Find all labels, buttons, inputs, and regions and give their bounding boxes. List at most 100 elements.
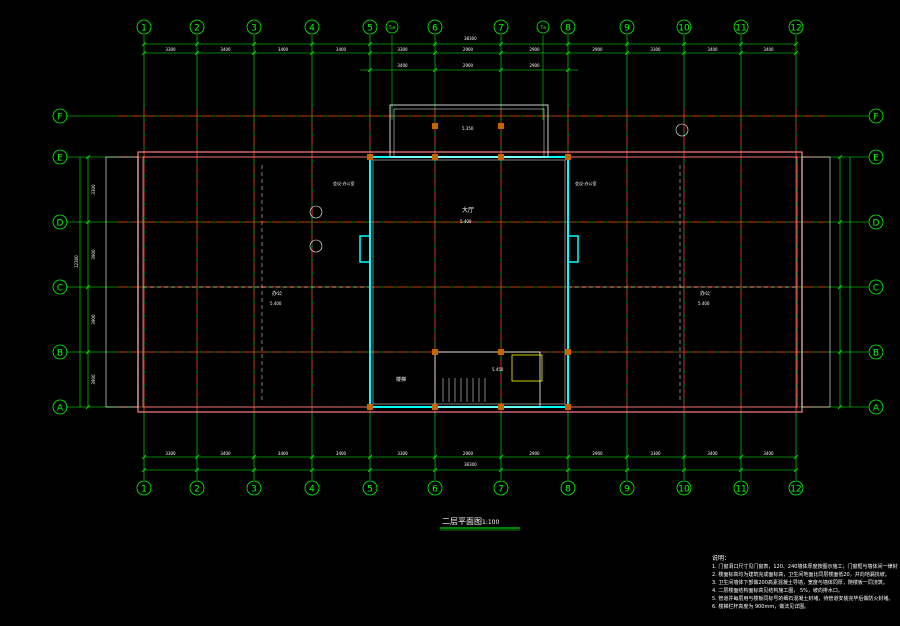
dim-top-tick [793, 50, 799, 56]
axis-bubble-label-col-8: 8 [565, 485, 571, 495]
axis-bubble-col-3 [246, 480, 262, 496]
dim-bottom-label: 2900 [529, 451, 540, 456]
dim-bottom-tick [738, 454, 744, 460]
dim-bottom-tick [624, 454, 630, 460]
dim-top-total-chain-tick [498, 41, 504, 47]
axis-bubble-label-col-10: 10 [678, 485, 690, 495]
axis-lines [66, 35, 868, 480]
dim-bottom-label: 3300 [397, 451, 408, 456]
dim-top-tick [194, 50, 200, 56]
outer-wall-inner [142, 156, 798, 408]
axis-bubble-col-8 [560, 19, 576, 35]
dim-top-label: 3300 [397, 47, 408, 52]
dim-top-label: 3400 [763, 47, 774, 52]
dim-left-label: 3900 [91, 374, 96, 385]
dim-bottom-tick [565, 454, 571, 460]
structural-column [367, 154, 373, 160]
axis-bubble-row-A [868, 399, 884, 415]
dim-inner-tick [565, 67, 571, 73]
dim-top-total: 38300 [464, 36, 477, 41]
axis-bubble-label-row-B: B [873, 349, 879, 359]
dim-bottom-label: 2900 [592, 451, 603, 456]
dim-inner-tick [432, 67, 438, 73]
dim-top-label: 3400 [220, 47, 231, 52]
dim-bottom-total-chain-tick [738, 467, 744, 473]
axis-bubble-label-col-5: 5 [367, 485, 373, 495]
axis-bubble-col-12 [788, 19, 804, 35]
dim-top-tick [141, 50, 147, 56]
dim-inner-label: 3400 [397, 63, 408, 68]
dim-bottom-tick [793, 454, 799, 460]
axis-bubble-label-col-2: 2 [194, 24, 200, 34]
axis-bubble-row-E [52, 149, 68, 165]
right-annex [801, 156, 831, 408]
structural-column [565, 404, 571, 410]
dim-top-tick [681, 50, 687, 56]
room-label-office-right: 会议-办公室 [575, 180, 596, 186]
axis-bubble-col-5 [362, 19, 378, 35]
notes-heading: 说明： [712, 555, 731, 562]
axis-bubble-label-col-7: 7 [498, 485, 504, 495]
note-line: 2. 楼面标高均为建筑完成面标高，卫生间地面比同层楼面低20，并向地漏找坡。 [712, 572, 890, 578]
dim-top-total-chain-tick [141, 41, 147, 47]
axis-bubble-row-C [52, 279, 68, 295]
axis-bubble-col-2 [189, 480, 205, 496]
axis-bubble-label-row-C: C [57, 284, 63, 294]
structural-column [565, 154, 571, 160]
dim-right-tick [837, 154, 843, 160]
axis-bubble-aux-5a [385, 20, 399, 34]
hall-door [567, 235, 579, 263]
axis-bubble-label-row-E: E [57, 154, 63, 164]
axis-bubble-label-col-6: 6 [432, 485, 438, 495]
dim-bottom-total-chain-tick [141, 467, 147, 473]
axis-bubble-label-col-9: 9 [624, 24, 630, 34]
elevation-hall: 5.400 [460, 219, 472, 224]
dim-top-tick [367, 50, 373, 56]
structural-column [432, 404, 438, 410]
axis-bubble-col-7 [493, 19, 509, 35]
dim-bottom-total: 38300 [464, 462, 477, 467]
balcony-inner [393, 108, 545, 158]
note-line: 5. 管道井每层用与楼板同标号的细石混凝土封堵，待管道安装完毕后做防火封堵。 [712, 596, 894, 602]
dim-bottom-tick [498, 454, 504, 460]
axis-bubble-col-1 [136, 480, 152, 496]
elevation-stair: 5.450 [492, 367, 504, 372]
axis-bubble-col-6 [427, 480, 443, 496]
dim-left-label: 3900 [91, 314, 96, 325]
room-label-left: 办公 [272, 290, 282, 297]
detail-callout [309, 205, 323, 219]
dim-bottom-label: 3400 [220, 451, 231, 456]
dim-top-total-chain-tick [251, 41, 257, 47]
drawing-title: 二层平面图 [442, 517, 482, 526]
axis-bubble-col-9 [619, 19, 635, 35]
dim-right-tick [837, 349, 843, 355]
axis-bubble-col-11 [733, 19, 749, 35]
dim-bottom-label: 3400 [336, 451, 347, 456]
axis-bubble-label-row-D: D [57, 219, 64, 229]
axis-bubble-col-6 [427, 19, 443, 35]
axis-bubble-label-row-D: D [873, 219, 880, 229]
axis-bubble-col-12 [788, 480, 804, 496]
dim-bottom-tick [432, 454, 438, 460]
dim-top-total-chain-tick [738, 41, 744, 47]
room-label-right: 办公 [700, 290, 710, 297]
dim-left-tick [85, 219, 91, 225]
dim-bottom-total-chain-tick [367, 467, 373, 473]
axis-bubble-col-7 [493, 480, 509, 496]
axis-bubble-label-row-C: C [873, 284, 879, 294]
axis-bubble-label-row-F: F [873, 113, 878, 123]
dim-top-label: 2900 [529, 47, 540, 52]
dim-bottom-total-chain-tick [251, 467, 257, 473]
dim-left-total: 12300 [74, 255, 79, 268]
dim-top-label: 3400 [336, 47, 347, 52]
dim-top-tick [498, 50, 504, 56]
axis-bubble-label-col-3: 3 [251, 485, 257, 495]
note-line: 1. 门窗洞口尺寸见门窗表，120、240墙体厚度按图示施工，门窗框与墙体间一律… [712, 564, 898, 570]
axis-bubble-label-col-8: 8 [565, 24, 571, 34]
hall-wall-inner [372, 159, 566, 405]
dim-top-tick [432, 50, 438, 56]
dim-left-tick [85, 154, 91, 160]
dim-bottom-total-chain-tick [565, 467, 571, 473]
